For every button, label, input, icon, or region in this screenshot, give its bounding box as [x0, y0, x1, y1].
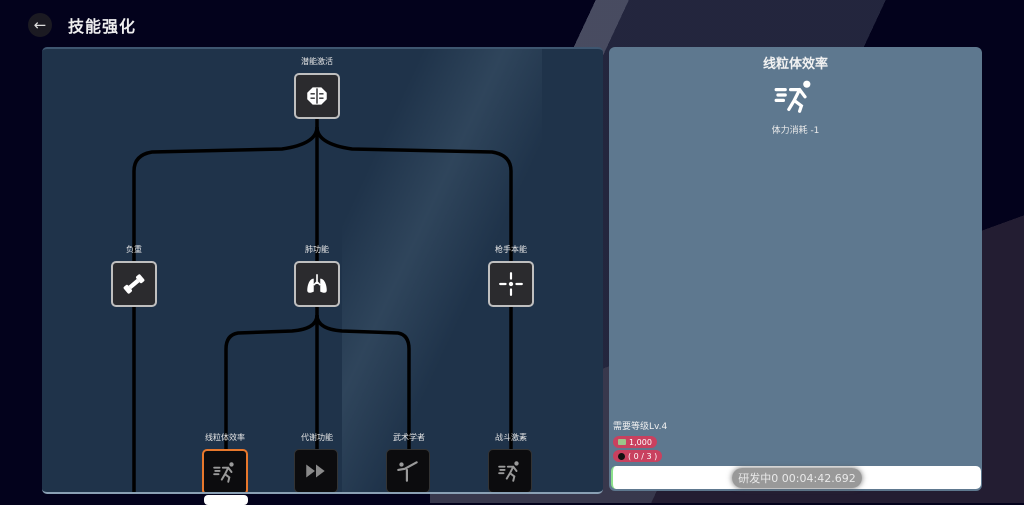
fast-forward-icon — [306, 464, 325, 478]
research-timer: 研发中0 00:04:42.692 — [732, 467, 862, 488]
cash-icon — [618, 439, 626, 445]
cost-money-badge: 1,000 — [613, 436, 657, 448]
skill-node-potential[interactable]: 潜能激活 — [294, 57, 340, 119]
brain-icon — [307, 87, 327, 105]
skill-title: 线粒体效率 — [762, 57, 828, 72]
arrow-left-icon: ← — [33, 16, 47, 34]
selection-indicator — [204, 495, 248, 505]
running-icon — [498, 461, 519, 482]
cost-item-badge: ( 0 / 3 ) — [613, 450, 663, 462]
martial-kick-icon — [397, 461, 418, 482]
crosshair-icon — [499, 272, 523, 296]
skill-node-martial[interactable]: 武术学者 — [386, 433, 432, 492]
required-level: 需要等级Lv.4 — [613, 422, 668, 432]
material-icon — [618, 452, 625, 460]
skill-node-metabolism[interactable]: 代谢功能 — [294, 433, 340, 492]
skill-node-load[interactable]: 负重 — [111, 245, 157, 307]
header: ← 技能强化 — [28, 13, 136, 37]
skill-detail-panel: 线粒体效率 体力消耗 -1 需要等级Lv.4 1,000 ( 0 / 3 ) 研… — [609, 47, 982, 491]
skill-node-mitochondria[interactable]: 线粒体效率 — [202, 433, 248, 492]
skill-node-lung[interactable]: 肺功能 — [294, 245, 340, 307]
back-button[interactable]: ← — [28, 13, 52, 37]
tree-connectors — [132, 117, 513, 492]
dumbbell-icon — [123, 274, 145, 294]
skill-node-gunner[interactable]: 枪手本能 — [488, 245, 534, 307]
running-icon — [774, 80, 811, 113]
skill-effect: 体力消耗 -1 — [771, 126, 820, 136]
page-title: 技能强化 — [68, 17, 137, 36]
research-progress-button[interactable]: 研发中0 00:04:42.692 — [611, 466, 981, 489]
skill-tree-panel[interactable]: 潜能激活 负重 肺功能 — [42, 47, 603, 494]
skill-node-combat-hormone[interactable]: 战斗激素 — [488, 433, 534, 492]
lungs-icon — [307, 274, 327, 293]
running-icon — [213, 462, 234, 483]
